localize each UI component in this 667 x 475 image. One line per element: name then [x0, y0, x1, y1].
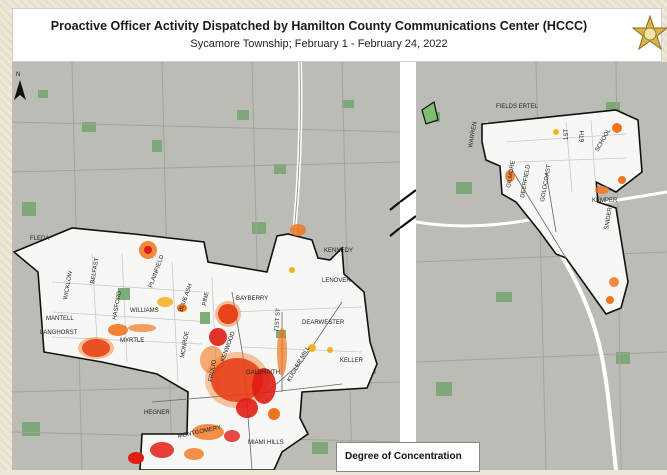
- label-lenover: LENOVER: [322, 278, 351, 284]
- left-map-panel: FLEDA WICKLOW BELFAST PLAINFIELD WILLIAM…: [12, 62, 400, 470]
- label-langhorst: LANGHORST: [40, 330, 78, 336]
- label-kemper: KEMPER: [592, 198, 618, 204]
- label-mantell: MANTELL: [46, 316, 74, 322]
- label-snider: SNIDER: [604, 206, 614, 230]
- right-map-panel: FIELDS ERTEL WARREN 1ST 6TH SCHOOL GILMO…: [416, 62, 667, 470]
- label-dearwester: DEARWESTER: [302, 320, 345, 326]
- map-break-icon: [389, 201, 400, 237]
- label-pine: PINE: [202, 292, 210, 307]
- label-galbraith: GALBRAITH: [246, 370, 280, 376]
- heat-spots-right: [505, 123, 626, 304]
- north-arrow-icon: N: [14, 72, 26, 100]
- label-deerfield: DEERFIELD: [520, 163, 532, 198]
- label-keller: KELLER: [340, 358, 364, 364]
- map-subtitle: Sycamore Township; February 1 - February…: [190, 38, 448, 50]
- label-gilmore: GILMORE: [506, 160, 517, 188]
- label-wicklow: WICKLOW: [63, 270, 74, 300]
- label-miami-hills: MIAMI HILLS: [248, 440, 284, 446]
- label-71st: 71ST ST: [274, 308, 282, 332]
- map-title: Proactive Officer Activity Dispatched by…: [50, 19, 588, 33]
- legend-box: Degree of Concentration: [336, 442, 480, 472]
- label-kennedy: KENNEDY: [324, 248, 353, 254]
- label-frolio: FROLIO: [208, 359, 218, 382]
- label-monroe: MONROE: [180, 331, 191, 359]
- legend-title: Degree of Concentration: [345, 451, 462, 462]
- label-hasford: HASFORD: [112, 290, 123, 321]
- right-map-canvas: FIELDS ERTEL WARREN 1ST 6TH SCHOOL GILMO…: [416, 62, 667, 470]
- label-hegner: HEGNER: [144, 410, 170, 416]
- label-williams: WILLIAMS: [130, 308, 159, 314]
- label-1st: 1ST: [564, 129, 570, 140]
- north-label: N: [16, 72, 20, 78]
- panel-divider: [399, 62, 417, 470]
- park-polygon: [421, 101, 439, 125]
- label-belfast: BELFAST: [90, 257, 101, 284]
- label-myrtle: MYRTLE: [120, 338, 144, 344]
- township-boundary-left: [12, 227, 378, 470]
- label-fleda: FLEDA: [30, 236, 49, 242]
- label-fields-ertel: FIELDS ERTEL: [496, 104, 539, 110]
- label-bayberry: BAYBERRY: [236, 296, 268, 302]
- heat-spots-left: [78, 224, 333, 464]
- label-6th: 6TH: [580, 131, 586, 142]
- township-boundary-right-north: [481, 109, 643, 315]
- label-wren: WARREN: [468, 121, 479, 148]
- title-box: Proactive Officer Activity Dispatched by…: [12, 8, 667, 62]
- left-map-canvas: FLEDA WICKLOW BELFAST PLAINFIELD WILLIAM…: [12, 62, 400, 470]
- sheriff-badge-icon: [631, 15, 667, 51]
